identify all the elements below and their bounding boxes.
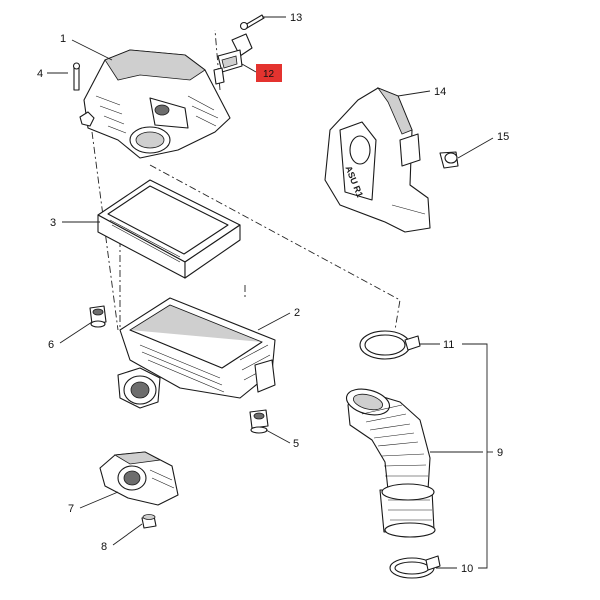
callout-11: 11 [443, 339, 454, 351]
highlight-box [256, 64, 282, 82]
callout-9: 9 [497, 447, 503, 459]
intake-hose [345, 388, 436, 538]
callout-13: 13 [290, 12, 302, 24]
intake-air-duct: ASU R1 [324, 87, 431, 233]
callout-6: 6 [48, 339, 54, 351]
callout-12: 12 [263, 69, 275, 80]
duct-clip [439, 151, 459, 169]
callout-1: 1 [60, 33, 66, 45]
hose-clamp-upper [359, 330, 421, 360]
air-flow-meter [99, 451, 179, 506]
callout-labels: 1 2 3 4 5 6 7 8 9 10 11 13 14 15 [37, 12, 509, 575]
callout-7: 7 [68, 503, 74, 515]
callout-5: 5 [293, 438, 299, 450]
cover-clip [72, 62, 81, 91]
callout-14: 14 [434, 86, 446, 98]
callout-10: 10 [461, 563, 473, 575]
mounting-grommet-lower [249, 409, 269, 434]
callout-12-highlight: 12 [256, 64, 282, 82]
callout-2: 2 [294, 307, 300, 319]
callout-4: 4 [37, 68, 43, 80]
mounting-grommet-upper [89, 305, 107, 328]
callout-15: 15 [497, 131, 509, 143]
air-cleaner-cover [79, 49, 231, 159]
air-cleaner-lower-housing [117, 297, 276, 409]
hose-clamp-lower [389, 555, 441, 579]
meter-bolt [141, 514, 157, 529]
callout-3: 3 [50, 217, 56, 229]
callout-8: 8 [101, 541, 107, 553]
air-filter-element [97, 179, 241, 279]
intake-air-sensor [213, 33, 253, 85]
leader-lines [47, 16, 494, 569]
sensor-screw [239, 14, 265, 31]
